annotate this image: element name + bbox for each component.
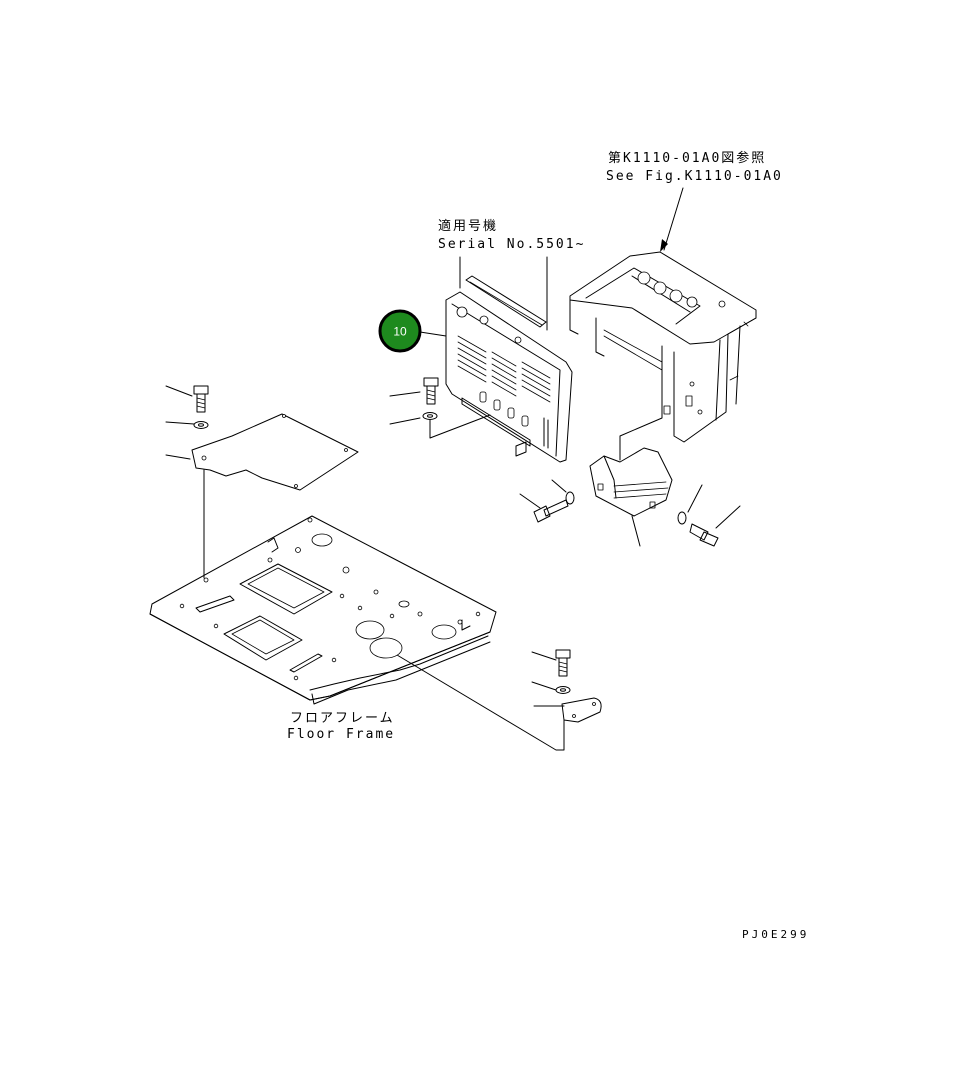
- serial-label-jp: 適用号機: [438, 218, 498, 234]
- reference-arrow-line: [663, 187, 684, 251]
- bolt-head: [193, 385, 209, 395]
- leader-lines: [165, 187, 741, 751]
- left-bolt-assembly: [193, 385, 209, 429]
- bottom-right-bolt-assembly: [555, 649, 602, 723]
- callout-badge-circle: [378, 309, 422, 353]
- floor-frame-label-jp: フロアフレーム: [290, 711, 395, 726]
- vent-grille-center: [491, 351, 517, 397]
- reference-label-jp: 第K1110-01A0図参照: [608, 150, 766, 166]
- callout-number: 10: [393, 325, 407, 339]
- serial-label-en: Serial No.5501~: [438, 237, 585, 252]
- console-cover: [589, 447, 673, 517]
- middle-bolt-assembly: [422, 377, 439, 420]
- vent-grille-left: [457, 335, 487, 383]
- washer: [193, 421, 209, 429]
- right-bolts: [533, 491, 719, 547]
- cover-plate: [561, 697, 602, 723]
- floor-frame: [149, 515, 497, 705]
- reference-label-en: See Fig.K1110-01A0: [606, 169, 783, 184]
- callout-leader-line: [419, 331, 447, 337]
- floor-frame-label-en: Floor Frame: [287, 727, 395, 742]
- front-cover-panel: [445, 275, 573, 463]
- seal-strip: [465, 275, 547, 328]
- callout-10[interactable]: 10: [378, 309, 422, 353]
- bolt-shank: [196, 393, 206, 413]
- floor-mat-gasket: [191, 413, 359, 491]
- drawing-code: PJ0E299: [742, 928, 809, 941]
- reference-arrow-head: [660, 239, 668, 252]
- vent-grille-right: [521, 361, 551, 403]
- cab-frame: [569, 251, 757, 443]
